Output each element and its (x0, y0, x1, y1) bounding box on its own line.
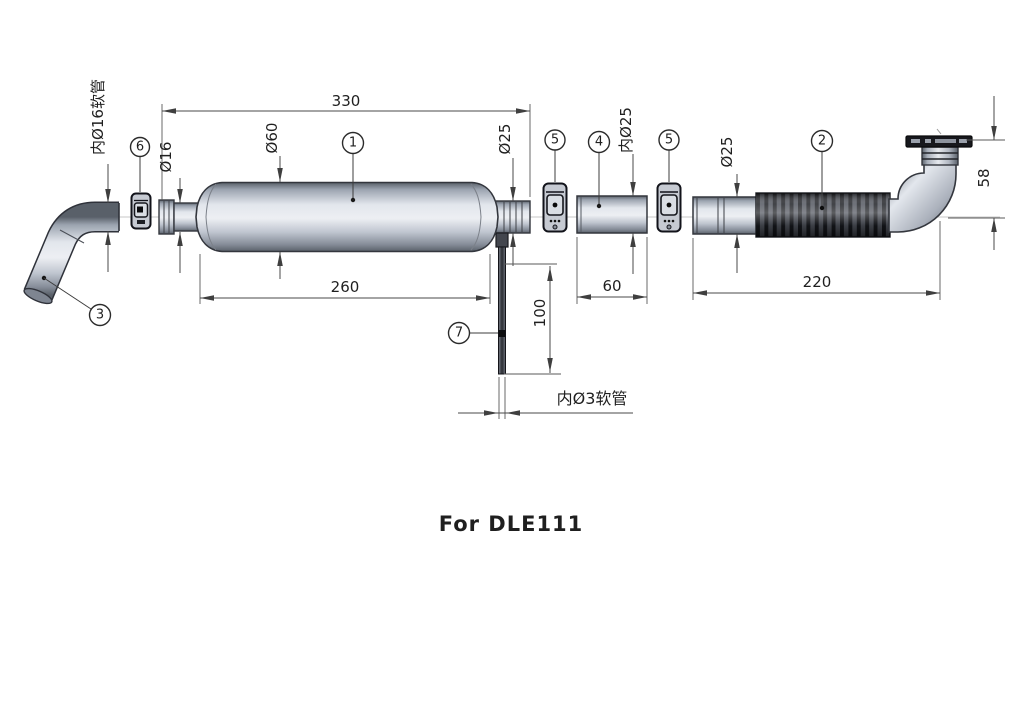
dim-overall-length-text: 330 (332, 92, 361, 110)
muffler-body (195, 181, 499, 253)
drawing-title: For DLE111 (439, 512, 584, 536)
balloon-1-number: 1 (349, 136, 357, 151)
drain-pipe (498, 246, 506, 375)
dimension-arrowhead (633, 294, 647, 300)
balloon-6-number: 6 (136, 140, 144, 155)
dim-flex-length-text: 220 (803, 273, 832, 291)
hose-clamp-b (656, 182, 682, 233)
dimension-arrowhead (734, 183, 740, 197)
balloon-3: 3 (43, 277, 112, 327)
dim-joint-length-text: 60 (602, 277, 621, 295)
drain-nipple (495, 232, 509, 248)
dimension-arrowhead (510, 233, 516, 247)
muffler-inlet-thread (158, 199, 175, 235)
dimension-arrowhead (177, 232, 183, 246)
dimension-arrowhead (991, 126, 997, 140)
flex-exhaust-pipe (692, 128, 973, 238)
flange-neck (921, 146, 959, 166)
muffler-outlet-stub (494, 200, 531, 234)
dimension-arrowhead (630, 233, 636, 247)
dimension-arrowhead (734, 234, 740, 248)
balloon-7: 7 (447, 321, 503, 345)
dim-body-diameter: Ø60 (263, 123, 283, 279)
dim-inlet-diameter: Ø16 (157, 142, 183, 273)
dim-body-diameter-text: Ø60 (263, 123, 281, 154)
muffler (158, 181, 531, 253)
dimension-arrowhead (506, 410, 520, 416)
dim-drain-length-text: 100 (531, 299, 549, 328)
bent-inlet-pipe (23, 201, 120, 305)
dimension-arrowhead (177, 189, 183, 203)
dim-drain-length: 100 (504, 263, 561, 375)
muffler-inlet-stub (173, 202, 199, 232)
balloon-5a: 5 (544, 129, 566, 182)
balloon-1: 1 (341, 131, 365, 203)
dimension-arrowhead (484, 410, 498, 416)
dim-flex-length: 220 (692, 221, 941, 300)
dim-body-length: 260 (199, 254, 491, 304)
balloon-6: 6 (129, 136, 151, 192)
dim-flex-diameter-text: Ø25 (718, 137, 736, 168)
mount-flange (905, 135, 973, 148)
dim-elbow-height: 58 (948, 96, 1005, 250)
drain-hose-label: 内Ø3软管 (557, 389, 628, 408)
dim-inlet-diameter-text: Ø16 (157, 142, 175, 173)
dim-body-length-text: 260 (331, 278, 360, 296)
elbow-section (888, 159, 957, 233)
dim-elbow-height-text: 58 (975, 168, 993, 187)
dimension-arrowhead (693, 290, 707, 296)
dimension-arrowhead (516, 108, 530, 114)
dim-inlet-hose-note: 内Ø16软管 (89, 79, 111, 272)
dimension-arrowhead (277, 252, 283, 266)
flex-pipe-inlet (692, 196, 758, 235)
balloon-4: 4 (587, 130, 611, 209)
dimension-arrowhead (630, 182, 636, 196)
joint-pipe (576, 195, 648, 234)
balloon-4-number: 4 (595, 135, 603, 150)
dimension-arrowhead (547, 358, 553, 372)
balloon-7-number: 7 (455, 326, 463, 341)
pipe-end-face (23, 287, 53, 305)
balloon-2-number: 2 (818, 134, 826, 149)
balloon-5b-number: 5 (665, 133, 673, 148)
dimension-arrowhead (926, 290, 940, 296)
dimension-arrowhead (105, 231, 111, 245)
dimension-arrowhead (277, 168, 283, 182)
dimension-arrowhead (105, 189, 111, 203)
dimension-arrowhead (200, 295, 214, 301)
hose-clamp-small (130, 192, 152, 230)
dim-joint-length: 60 (576, 237, 648, 304)
dimension-arrowhead (547, 267, 553, 281)
dim-drain-hose-note: 内Ø3软管 (458, 377, 633, 419)
dim-joint-inner-diameter: 内Ø25 (617, 107, 636, 274)
hose-clamp-a (542, 182, 568, 233)
balloon-5a-number: 5 (551, 133, 559, 148)
dimension-arrowhead (991, 218, 997, 232)
dimension-arrowhead (577, 294, 591, 300)
dim-outlet-diameter-text: Ø25 (496, 124, 514, 155)
dim-outlet-diameter: Ø25 (496, 124, 516, 266)
inlet-hose-label: 内Ø16软管 (89, 79, 107, 155)
balloon-5b: 5 (658, 129, 680, 182)
dim-flex-diameter: Ø25 (718, 137, 740, 273)
corrugated-section (755, 192, 891, 238)
balloon-3-number: 3 (96, 308, 104, 323)
balloon-2: 2 (810, 129, 834, 211)
dim-joint-inner-diameter-text: 内Ø25 (617, 107, 635, 153)
dimension-arrowhead (510, 187, 516, 201)
dim-overall-length: 330 (161, 92, 531, 200)
dimension-arrowhead (476, 295, 490, 301)
dimension-arrowhead (162, 108, 176, 114)
